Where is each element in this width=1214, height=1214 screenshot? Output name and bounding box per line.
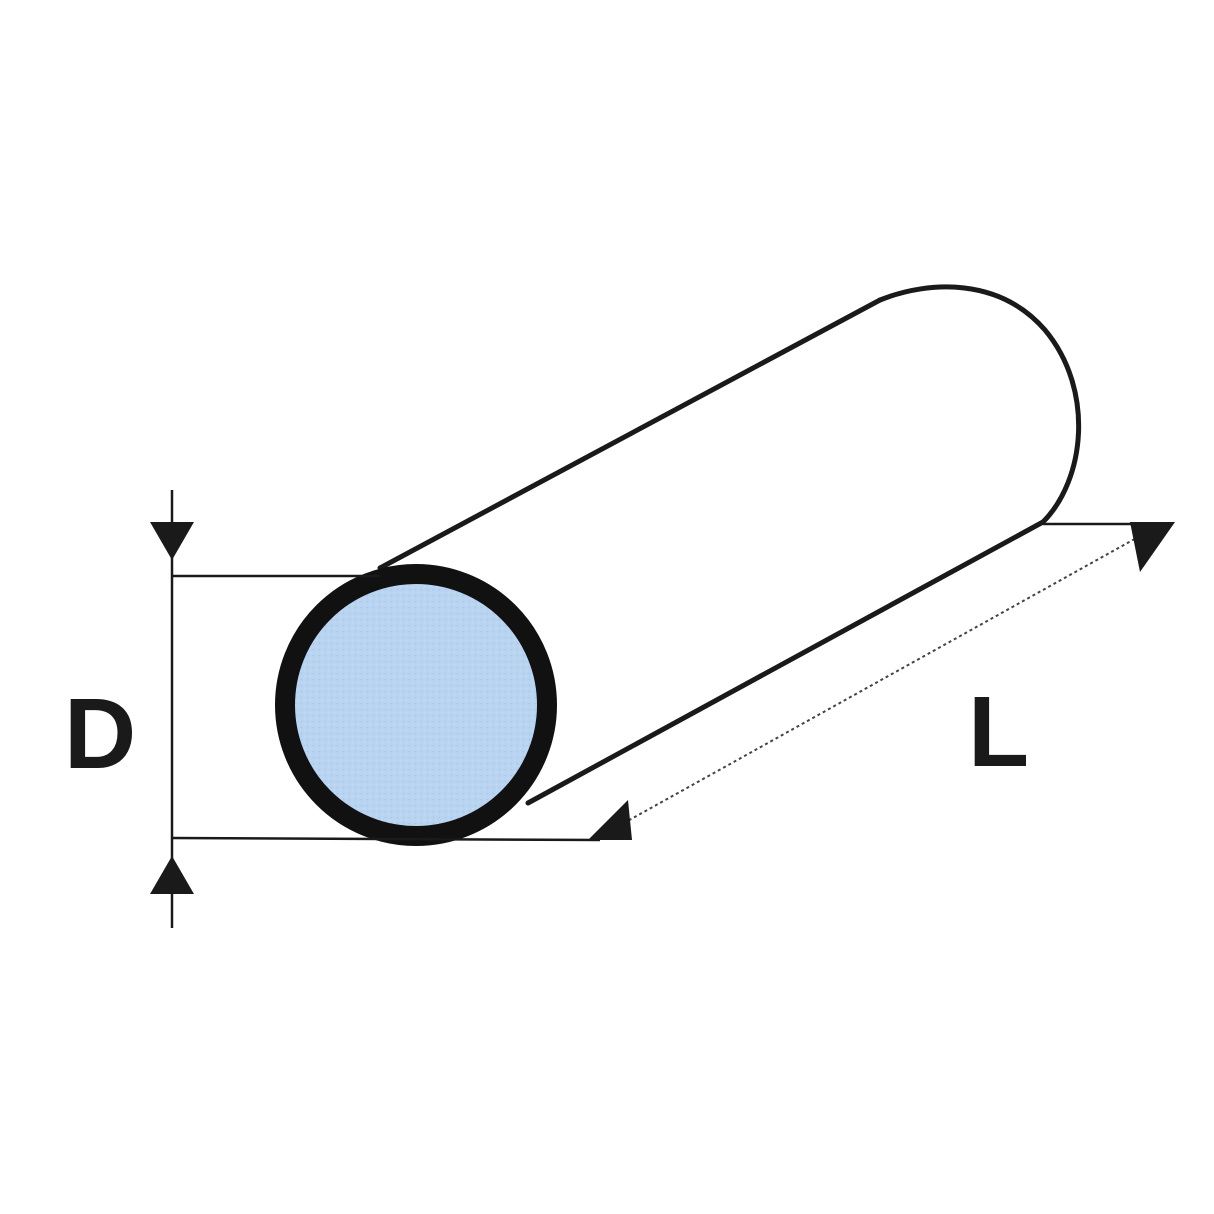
cylinder-far-end — [877, 284, 1082, 525]
diameter-dimension: D — [64, 490, 601, 928]
diameter-bottom-arrow-icon — [150, 856, 194, 894]
diameter-top-arrow-icon — [150, 522, 194, 560]
cylinder-bottom-edge — [525, 519, 1046, 806]
cross-section-fill — [275, 564, 557, 846]
cylinder-top-edge — [377, 297, 883, 571]
cylinder-body — [377, 284, 1082, 806]
length-label: L — [968, 676, 1029, 788]
cross-section — [275, 564, 557, 846]
length-dimension-line — [614, 535, 1141, 829]
length-start-arrow-icon — [588, 800, 632, 840]
length-end-arrow-icon — [1130, 522, 1175, 572]
length-dimension: L — [588, 522, 1175, 840]
diameter-label: D — [64, 678, 136, 790]
diameter-bottom-extension-line — [171, 836, 601, 842]
